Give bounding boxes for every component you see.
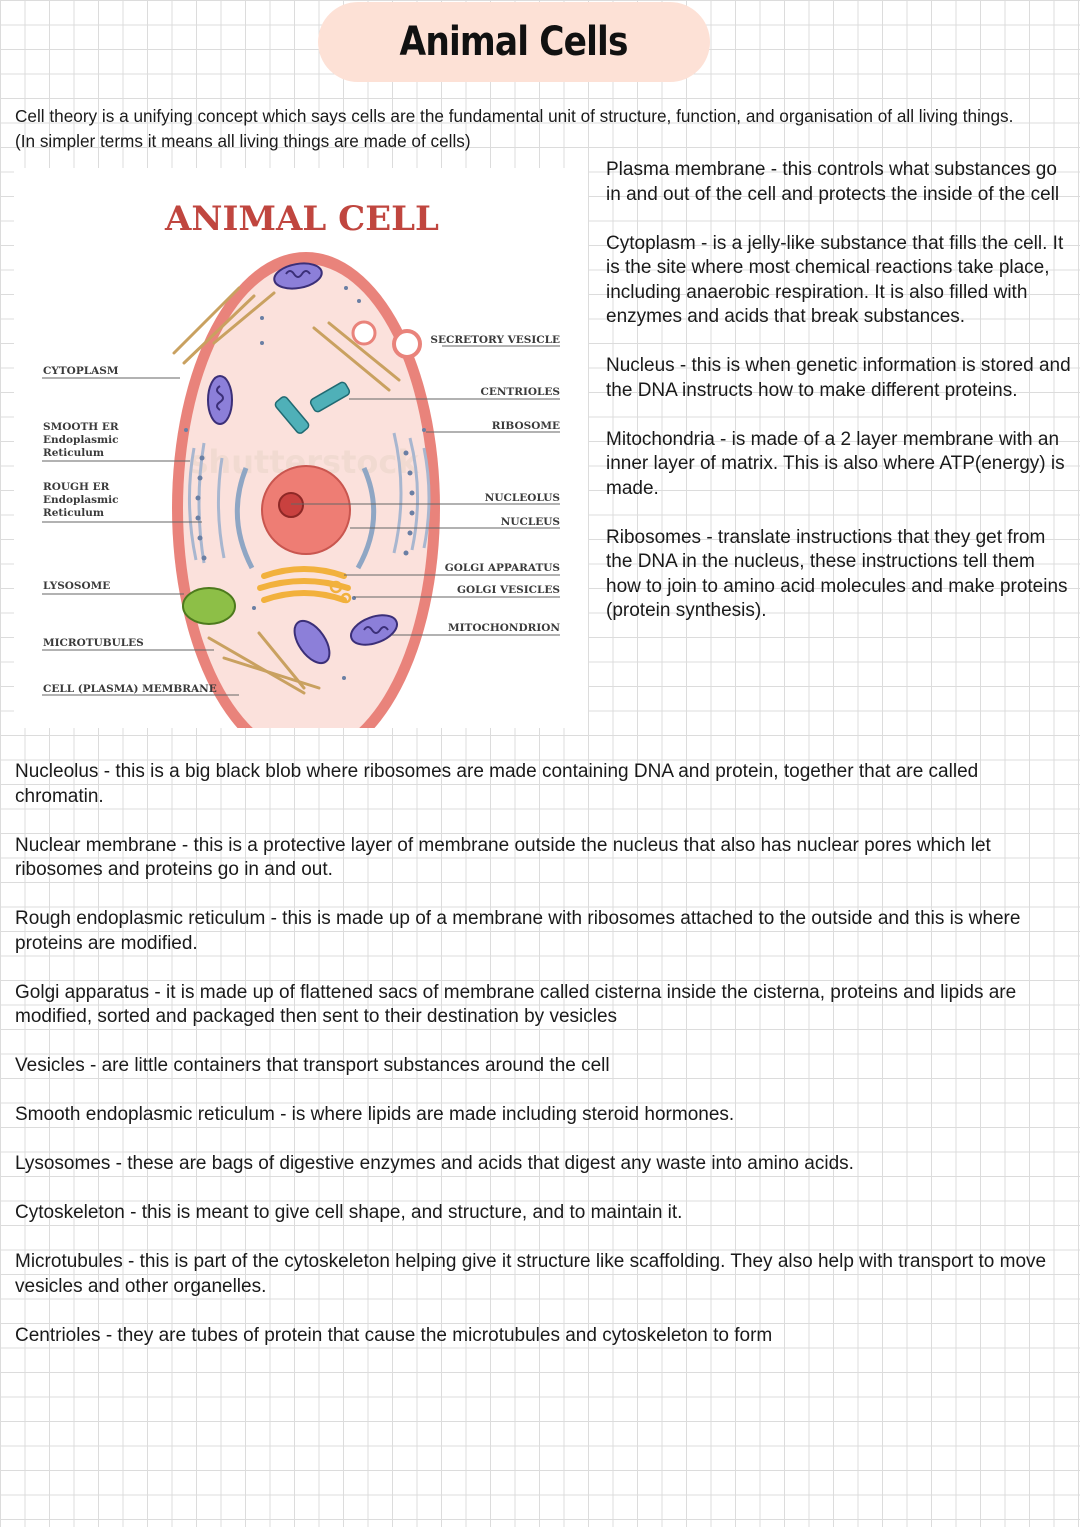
label-cytoplasm: CYTOPLASM bbox=[43, 365, 119, 377]
label-rough-er-sub2: Reticulum bbox=[43, 507, 104, 519]
leader-lines bbox=[42, 345, 560, 696]
diagram-title: ANIMAL CELL bbox=[164, 199, 439, 239]
note-plasma-membrane: Plasma membrane - this controls what sub… bbox=[606, 159, 1060, 205]
label-microtubules: MICROTUBULES bbox=[43, 637, 144, 649]
note-vesicles: Vesicles - are little containers that tr… bbox=[15, 1055, 610, 1076]
ribosome-dots bbox=[184, 286, 426, 680]
label-nucleolus: NUCLEOLUS bbox=[485, 492, 560, 504]
label-golgi-apparatus: GOLGI APPARATUS bbox=[445, 562, 560, 574]
mitochondria-group bbox=[207, 262, 398, 665]
note-rough-er: Rough endoplasmic reticulum - this is ma… bbox=[15, 908, 1021, 954]
intro-paragraph: Cell theory is a unifying concept which … bbox=[15, 106, 1014, 151]
microtubules-shape bbox=[172, 286, 401, 695]
note-nuclear-membrane: Nuclear membrane - this is a protective … bbox=[15, 834, 991, 881]
animal-cell-svg: ANIMAL CELL shutterstock bbox=[42, 199, 560, 764]
note-smooth-er: Smooth endoplasmic reticulum - is where … bbox=[15, 1104, 735, 1125]
label-rough-er: ROUGH ER bbox=[43, 481, 110, 493]
note-ribosomes: Ribosomes - translate instructions that … bbox=[606, 526, 1068, 622]
label-smooth-er-sub2: Reticulum bbox=[43, 447, 104, 459]
label-nucleus: NUCLEUS bbox=[501, 516, 560, 528]
nucleolus-shape bbox=[278, 492, 304, 518]
note-centrioles: Centrioles - they are tubes of protein t… bbox=[15, 1324, 773, 1346]
golgi-apparatus-shape bbox=[257, 566, 351, 603]
centrioles-shape bbox=[274, 381, 351, 434]
vesicle-shape bbox=[351, 320, 377, 346]
label-rough-er-sub1: Endoplasmic bbox=[43, 494, 119, 506]
title-banner: Animal Cells bbox=[318, 2, 710, 82]
label-smooth-er: SMOOTH ER bbox=[43, 421, 119, 433]
page-title: Animal Cells bbox=[399, 19, 629, 65]
animal-cell-diagram: ANIMAL CELL shutterstock bbox=[14, 168, 588, 764]
note-nucleus: Nucleus - this is when genetic informati… bbox=[606, 355, 1071, 401]
note-nucleolus: Nucleolus - this is a big black blob whe… bbox=[15, 761, 979, 807]
note-mitochondria: Mitochondria - is made of a 2 layer memb… bbox=[606, 428, 1065, 499]
label-ribosome: RIBOSOME bbox=[492, 420, 560, 432]
label-lysosome: LYSOSOME bbox=[43, 580, 110, 592]
label-centrioles: CENTRIOLES bbox=[480, 386, 560, 398]
label-smooth-er-sub1: Endoplasmic bbox=[43, 434, 119, 446]
label-golgi-vesicles: GOLGI VESICLES bbox=[457, 584, 560, 596]
note-cytoplasm: Cytoplasm - is a jelly-like substance th… bbox=[606, 232, 1064, 328]
note-golgi-apparatus: Golgi apparatus - it is made up of flatt… bbox=[15, 981, 1017, 1028]
label-mitochondrion: MITOCHONDRION bbox=[448, 622, 560, 634]
organelle-notes-lower: Nucleolus - this is a big black blob whe… bbox=[15, 760, 1070, 1373]
label-cell-membrane: CELL (PLASMA) MEMBRANE bbox=[43, 683, 217, 695]
secretory-vesicle-shape bbox=[392, 329, 422, 359]
label-secretory-vesicle: SECRETORY VESICLE bbox=[430, 334, 560, 346]
nucleus-shape bbox=[261, 465, 351, 555]
note-microtubules: Microtubules - this is part of the cytos… bbox=[15, 1251, 1047, 1297]
lysosome-shape bbox=[182, 587, 236, 625]
note-cytoskeleton: Cytoskeleton - this is meant to give cel… bbox=[15, 1202, 683, 1223]
note-lysosomes: Lysosomes - these are bags of digestive … bbox=[15, 1153, 854, 1174]
organelle-notes-right: Plasma membrane - this controls what sub… bbox=[606, 158, 1071, 648]
golgi-vesicles-shape bbox=[329, 580, 352, 604]
